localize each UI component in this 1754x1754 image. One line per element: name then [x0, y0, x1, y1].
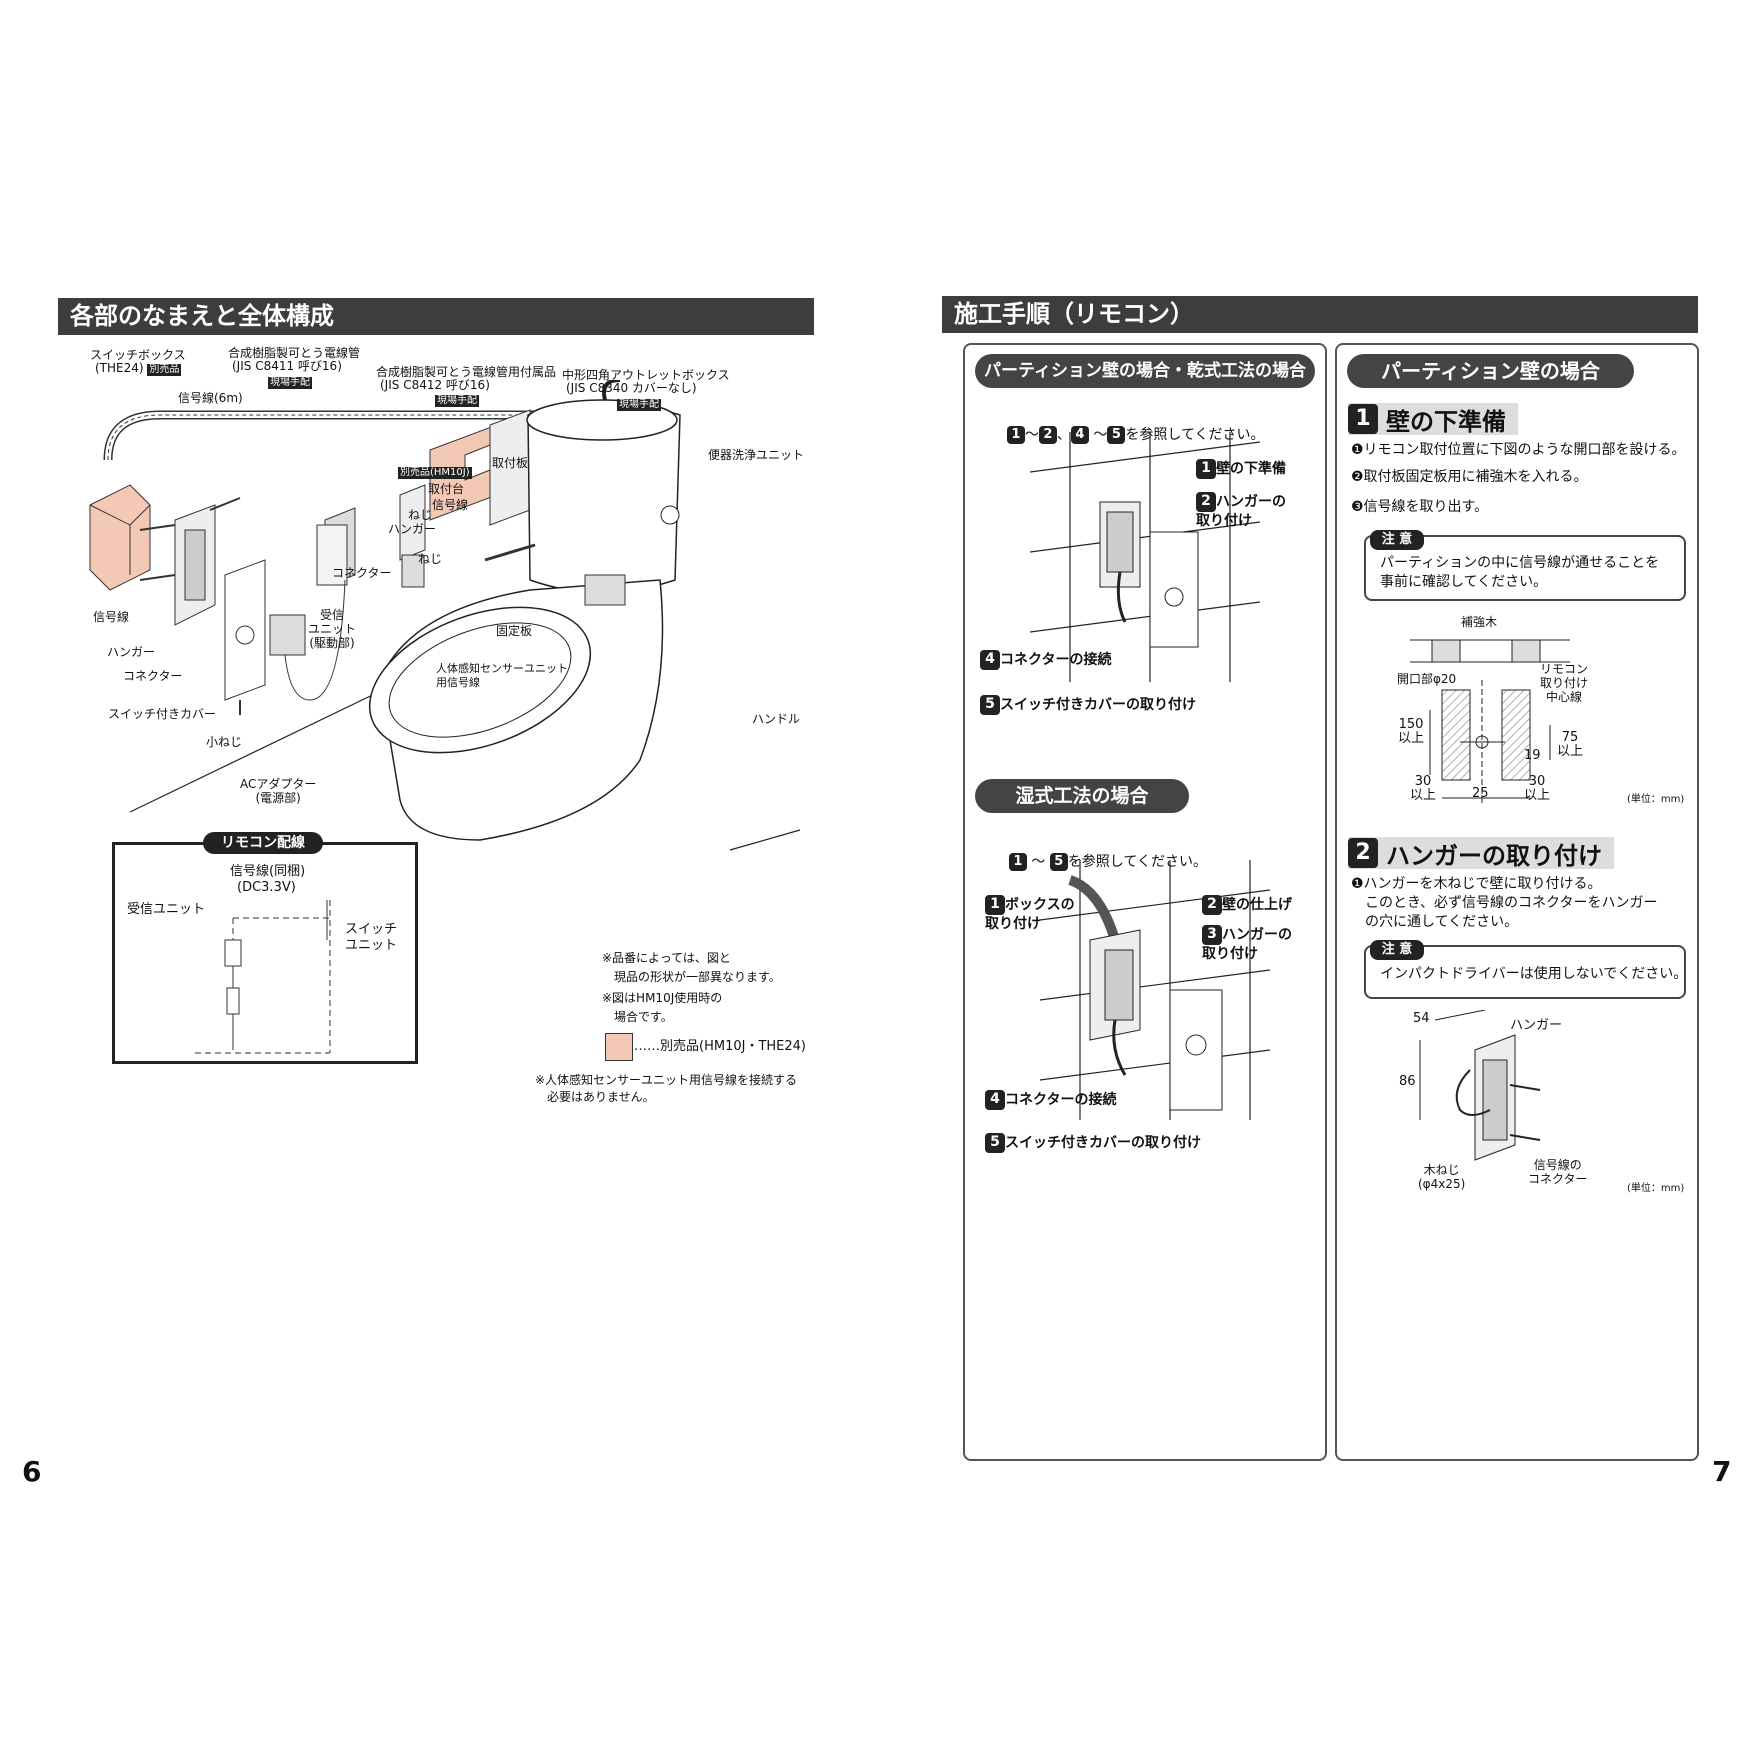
dim-30a: 30 以上 [1410, 774, 1437, 803]
dim-86: 86 [1399, 1074, 1416, 1089]
opening-dimension-diagram [1410, 639, 1570, 805]
wiring-diagram-box: リモコン配線 信号線(同梱) (DC3.3V) 受信ユニット スイッチ ユニット [112, 832, 418, 1064]
label-signal-line: 信号線 [432, 498, 469, 512]
hanger-item-1: ❶ハンガーを木ねじで壁に取り付ける。 このとき、必ず信号線のコネクターをハンガー… [1351, 876, 1658, 930]
heading-wall-prep: 1 壁の下準備 [1348, 403, 1518, 436]
label-conduit-local: 現場手配 [268, 377, 312, 389]
dim-opening: 開口部φ20 [1397, 672, 1457, 686]
dim-reinforce: 補強木 [1461, 615, 1498, 629]
label-outlet-local: 現場手配 [617, 399, 661, 411]
label-parts-local: 現場手配 [435, 395, 479, 407]
caution-box-1 [1364, 535, 1686, 601]
label-conduit-parts-std: (JIS C8412 呼び16) [380, 378, 490, 392]
label-mount-base: 取付台 [428, 482, 465, 496]
label-switch-cover: スイッチ付きカバー [108, 707, 217, 721]
label-hanger: ハンガー [388, 522, 437, 536]
panel-partition [1335, 343, 1699, 1461]
label-conduit-std: (JIS C8411 呼び16) [232, 359, 342, 373]
note-shape-differs: ※品番によっては、図と 現品の形状が一部異なります。 [602, 951, 781, 984]
label-connector-2: コネクター [123, 669, 183, 683]
dim-19: 19 [1524, 748, 1541, 763]
label-mount-plate: 取付板 [492, 456, 529, 470]
label-switch-box: スイッチボックス [90, 348, 186, 362]
legend-swatch [605, 1033, 633, 1061]
wiring-switch: スイッチ ユニット [345, 922, 398, 953]
page-number-left: 6 [22, 1455, 42, 1488]
dim-54: 54 [1413, 1011, 1430, 1026]
caution-text-2: インパクトドライバーは使用しないでください。 [1380, 966, 1688, 982]
dim-connector: 信号線の コネクター [1528, 1158, 1588, 1186]
wet-wall-illustration [1040, 860, 1270, 1120]
left-section-title: 各部のなまえと全体構成 [58, 298, 814, 335]
label-conduit-parts: 合成樹脂製可とう電線管用付属品 [376, 365, 557, 379]
label-flush-unit: 便器洗浄ユニット [708, 448, 805, 462]
label-switch-box-model: (THE24) 別売品 [95, 361, 182, 376]
legend-text: ……別売品(HM10J・THE24) [634, 1039, 806, 1054]
dim-hanger: ハンガー [1510, 1018, 1563, 1033]
right-section-title: 施工手順（リモコン） [942, 296, 1698, 333]
label-signal-6m: 信号線(6m) [178, 391, 243, 405]
toilet-system-illustration [89, 380, 801, 851]
prep-item-1: ❶リモコン取付位置に下図のような開口部を設ける。 [1351, 442, 1686, 458]
pill-partition: パーティション壁の場合 [1347, 354, 1634, 388]
dim-unit-2: (単位：mm) [1627, 1183, 1685, 1194]
dry-wall-illustration [1030, 432, 1260, 682]
label-fixing-plate: 固定板 [496, 624, 533, 638]
dim-25: 25 [1472, 786, 1489, 801]
prep-item-2: ❷取付板固定板用に補強木を入れる。 [1351, 469, 1588, 485]
hanger-dimension-diagram [1419, 1010, 1541, 1161]
label-hanger-2: ハンガー [107, 645, 156, 659]
label-outlet-box: 中形四角アウトレットボックス [562, 368, 730, 382]
wiring-diagram [195, 900, 331, 1054]
pill-wet: 湿式工法の場合 [975, 779, 1189, 813]
caution-text-1: パーティションの中に信号線が通せることを 事前に確認してください。 [1380, 555, 1660, 590]
wiring-voltage: (DC3.3V) [237, 880, 296, 895]
note-hm10j: ※図はHM10J使用時の 場合です。 [602, 991, 723, 1024]
wiring-title: リモコン配線 [203, 832, 323, 854]
label-screw: ねじ [408, 508, 433, 522]
pill-partition-dry: パーティション壁の場合・乾式工法の場合 [975, 354, 1315, 388]
panel-methods [963, 343, 1327, 1461]
wiring-signal: 信号線(同梱) [230, 864, 306, 879]
dim-unit-1: (単位：mm) [1627, 794, 1685, 805]
dim-remote-center: リモコン 取り付け 中心線 [1540, 662, 1589, 704]
prep-item-3: ❸信号線を取り出す。 [1351, 499, 1489, 515]
caution-tag-2: 注 意 [1370, 940, 1424, 960]
label-receiver: 受信 ユニット (駆動部) [308, 608, 357, 650]
dim-75: 75 以上 [1557, 730, 1584, 759]
label-ac-adapter: ACアダプター (電源部) [240, 777, 317, 805]
dim-wood-screw: 木ねじ (φ4x25) [1418, 1163, 1466, 1191]
caution-tag-1: 注 意 [1370, 530, 1424, 550]
label-screw-2: ねじ [418, 552, 443, 566]
label-small-screw: 小ねじ [206, 735, 243, 749]
label-connector: コネクター [332, 566, 392, 580]
label-outlet-box-std: (JIS C8340 カバーなし) [566, 381, 697, 395]
dim-30b: 30 以上 [1524, 774, 1551, 803]
caution-box-2 [1364, 945, 1686, 999]
wiring-receiver: 受信ユニット [127, 902, 206, 917]
label-sensor-line: 人体感知センサーユニット 用信号線 [436, 662, 568, 689]
page-number-right: 7 [1712, 1455, 1732, 1488]
label-conduit: 合成樹脂製可とう電線管 [228, 346, 361, 360]
heading-hanger: 2 ハンガーの取り付け [1348, 837, 1614, 870]
label-signal-line-2: 信号線 [93, 610, 130, 624]
label-handle: ハンドル [752, 712, 801, 726]
dim-150: 150 以上 [1398, 717, 1425, 746]
label-sold-hm10j: 別売品(HM10J) [398, 467, 472, 479]
note-sensor: ※人体感知センサーユニット用信号線を接続する 必要はありません。 [535, 1073, 798, 1104]
